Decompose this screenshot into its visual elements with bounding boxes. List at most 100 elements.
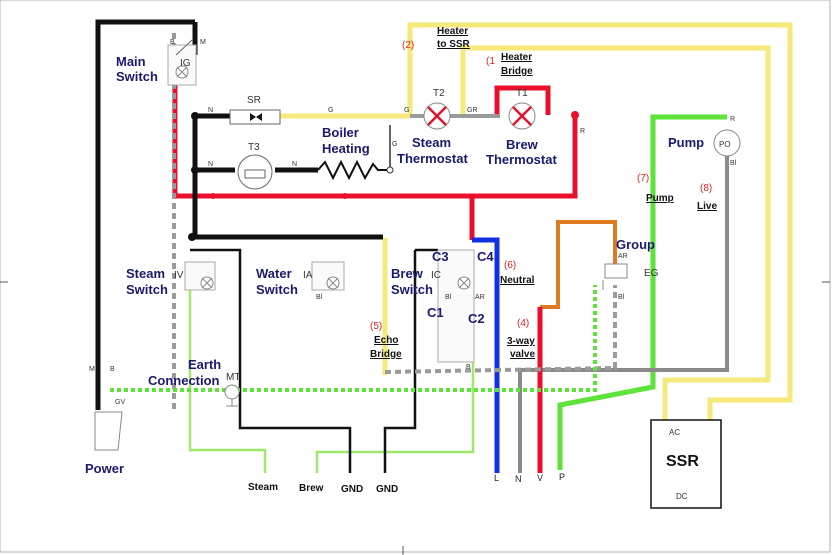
note-6-number: (6): [504, 260, 516, 271]
t2-code: T2: [433, 88, 445, 99]
valve-label-2: valve: [510, 349, 535, 360]
earth-symbol: [224, 384, 240, 407]
brew-switch-code: IC: [431, 270, 441, 281]
earth-label-1: Earth: [188, 357, 221, 372]
power-plug: [94, 411, 123, 451]
blue-wire: [472, 237, 500, 473]
sr-code: SR: [247, 95, 261, 106]
pump-component: [713, 129, 741, 157]
terminal-brew: Brew: [299, 483, 324, 494]
group-pin-ar: AR: [618, 253, 628, 260]
ssr-dc: DC: [676, 492, 688, 501]
power-pin-m: M: [89, 366, 95, 373]
brew-switch-label-2: Switch: [391, 282, 433, 297]
t3-component: [237, 154, 273, 190]
boiler-label-1: Boiler: [322, 125, 359, 140]
brew-switch-pin-b: B: [466, 364, 471, 371]
gray-dashed-wires: [172, 33, 617, 410]
junction-dots: [188, 112, 199, 241]
main-switch-pin-b: B: [170, 39, 175, 46]
pump-code: PO: [719, 140, 731, 149]
terminal-p: P: [559, 472, 565, 482]
group-label: Group: [616, 237, 655, 252]
power-label: Power: [85, 461, 124, 476]
brew-switch-pin-bl: Bl: [445, 294, 452, 301]
brew-switch-label-1: Brew: [391, 266, 424, 281]
steam-thermostat-label-2: Thermostat: [397, 151, 468, 166]
note-5-number: (5): [370, 321, 382, 332]
heater-ssr-label-2: to SSR: [437, 39, 471, 50]
heater-ssr-label-1: Heater: [437, 26, 468, 37]
steam-switch-label-2: Switch: [126, 282, 168, 297]
sr-component: [229, 109, 281, 125]
neutral-label: Neutral: [500, 275, 535, 286]
boiler-pin-g: G: [392, 141, 397, 148]
boiler-label-2: Heating: [322, 141, 370, 156]
ssr-box: [650, 419, 722, 509]
main-switch[interactable]: [167, 39, 197, 86]
t3-code: T3: [248, 142, 260, 153]
note-8-number: (8): [700, 183, 712, 194]
orange-wire: [540, 220, 617, 309]
steam-switch-code: IV: [174, 270, 184, 281]
red-junction-dots: [210, 111, 579, 199]
t2-pin-gr: GR: [467, 107, 478, 114]
brew-switch-c2: C2: [468, 311, 485, 326]
terminal-gnd-2: GND: [376, 484, 398, 495]
power-pin-b: B: [110, 366, 115, 373]
group-component: [602, 263, 628, 290]
terminal-n: N: [515, 474, 522, 484]
t1-code: T1: [516, 88, 528, 99]
pump-pin-r: R: [730, 116, 735, 123]
thin-black-wires: [190, 248, 438, 473]
sr-pin-g: G: [328, 107, 333, 114]
terminal-gnd-1: GND: [341, 484, 363, 495]
boiler-terminal: [386, 166, 394, 174]
earth-label-2: Connection: [148, 373, 220, 388]
brew-switch[interactable]: [437, 249, 475, 363]
yellow-wires: [280, 22, 793, 420]
t3-pin-n-right: N: [292, 161, 297, 168]
brew-switch-c3: C3: [432, 249, 449, 264]
live-label: Live: [697, 201, 717, 212]
note-2-number: (2): [402, 40, 414, 51]
steam-switch-label-1: Steam: [126, 266, 165, 281]
water-switch-pin: Bl: [316, 294, 323, 301]
terminal-l: L: [494, 473, 499, 483]
t1-pin-r: R: [580, 128, 585, 135]
group-code: EG: [644, 268, 659, 279]
group-pin-bl: Bl: [618, 294, 625, 301]
lightgreen-wires: [188, 285, 475, 473]
brew-thermostat-label-1: Brew: [506, 137, 539, 152]
pump-label: Pump: [668, 135, 704, 150]
main-switch-label-2: Switch: [116, 69, 158, 84]
t2-pin-g: G: [404, 107, 409, 114]
heater-bridge-label-2: Bridge: [501, 66, 533, 77]
main-switch-label-1: Main: [116, 54, 146, 69]
main-switch-code: IG: [180, 58, 191, 69]
brew-thermostat-label-2: Thermostat: [486, 152, 557, 167]
brew-switch-c4: C4: [477, 249, 494, 264]
earth-dotted-wire: [110, 285, 597, 392]
ssr-ac: AC: [669, 428, 680, 437]
water-switch[interactable]: [311, 261, 345, 291]
t1-thermostat: [508, 102, 536, 130]
ssr-label: SSR: [666, 453, 699, 470]
boiler-heating-resistor: [317, 159, 390, 181]
t2-thermostat: [410, 102, 500, 130]
water-switch-label-2: Switch: [256, 282, 298, 297]
note-4-number: (4): [517, 318, 529, 329]
steam-thermostat-label-1: Steam: [412, 135, 451, 150]
echo-label-2: Bridge: [370, 349, 402, 360]
earth-code: MT: [226, 372, 240, 383]
brew-switch-pin-ar: AR: [475, 294, 485, 301]
steam-switch[interactable]: [184, 261, 216, 291]
power-pin-gv: GV: [115, 399, 125, 406]
gray-wires: [518, 150, 729, 473]
terminal-steam: Steam: [248, 482, 278, 493]
sr-pin-n: N: [208, 107, 213, 114]
water-switch-label-1: Water: [256, 266, 292, 281]
note-1-number: (1: [486, 56, 495, 67]
main-switch-pin-m: M: [200, 39, 206, 46]
